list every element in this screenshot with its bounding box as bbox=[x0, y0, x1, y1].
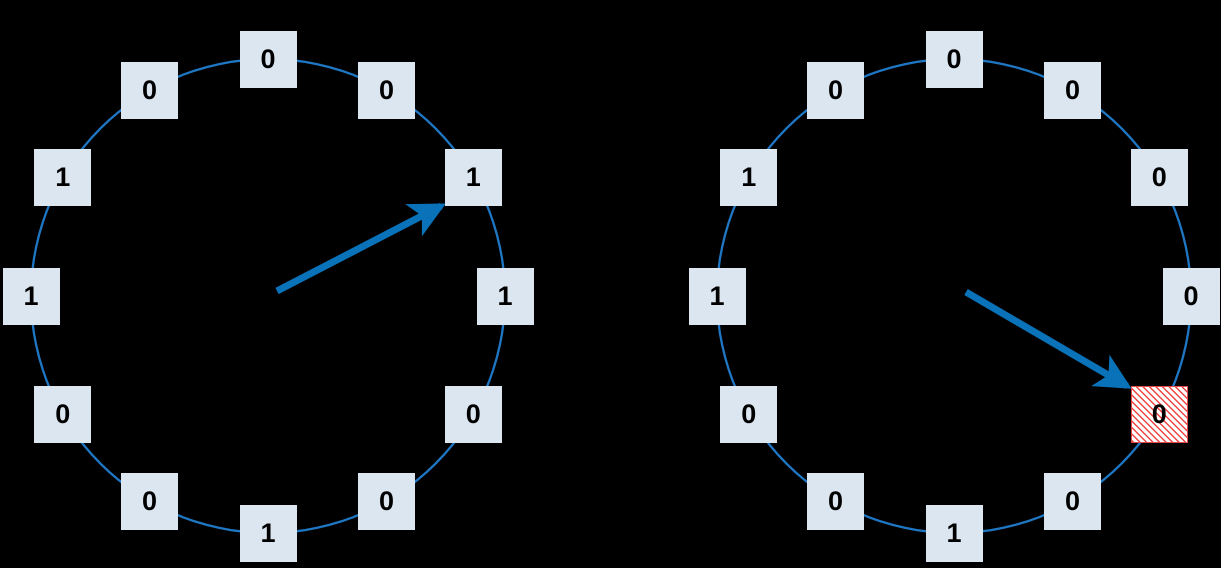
ring-before-pointer bbox=[275, 202, 446, 295]
ring-cell[interactable]: 1 bbox=[444, 149, 502, 206]
ring-cell-value: 0 bbox=[141, 485, 158, 516]
ring-cell-value: 1 bbox=[741, 162, 757, 192]
ring-cell[interactable]: 1 bbox=[34, 149, 92, 206]
ring-cell-value: 0 bbox=[1064, 485, 1081, 516]
ring-cell[interactable]: 0 bbox=[1162, 267, 1220, 325]
ring-cell-highlighted[interactable]: 0 bbox=[1130, 386, 1188, 443]
ring-cell-value: 0 bbox=[465, 399, 481, 429]
ring-cell-value: 1 bbox=[709, 280, 725, 311]
ring-cell[interactable]: 1 bbox=[239, 504, 297, 562]
ring-cell-value: 1 bbox=[497, 280, 513, 311]
ring-cell-value: 0 bbox=[1151, 162, 1167, 192]
ring-cell[interactable]: 0 bbox=[1044, 62, 1101, 120]
ring-cell-value: 0 bbox=[378, 75, 395, 106]
ring-cell[interactable]: 0 bbox=[34, 386, 92, 443]
ring-cell-value: 1 bbox=[946, 517, 962, 548]
ring-cell-value: 0 bbox=[827, 75, 844, 106]
ring-cell[interactable]: 0 bbox=[358, 62, 415, 120]
ring-cell[interactable]: 0 bbox=[121, 472, 178, 530]
ring-cell[interactable]: 1 bbox=[925, 504, 983, 562]
ring-cell[interactable]: 0 bbox=[1130, 149, 1188, 206]
ring-cell-value: 0 bbox=[741, 399, 757, 429]
ring-cell[interactable]: 0 bbox=[807, 472, 864, 530]
ring-cell-value: 1 bbox=[55, 162, 71, 192]
ring-after-pointer bbox=[964, 288, 1132, 390]
ring-cell-value: 0 bbox=[1151, 399, 1167, 429]
ring-cell[interactable]: 1 bbox=[720, 149, 778, 206]
ring-cell[interactable]: 0 bbox=[239, 30, 297, 88]
ring-cell-value: 1 bbox=[23, 280, 39, 311]
ring-cell-value: 0 bbox=[1183, 280, 1199, 311]
ring-cell[interactable]: 1 bbox=[476, 267, 534, 325]
ring-cell[interactable]: 1 bbox=[2, 267, 60, 325]
ring-cell-value: 0 bbox=[260, 43, 276, 74]
ring-cell-value: 0 bbox=[827, 485, 844, 516]
ring-cell-value: 0 bbox=[141, 75, 158, 106]
ring-cell[interactable]: 0 bbox=[358, 472, 415, 530]
ring-cell[interactable]: 0 bbox=[1044, 472, 1101, 530]
ring-cell[interactable]: 0 bbox=[720, 386, 778, 443]
ring-cell[interactable]: 0 bbox=[121, 62, 178, 120]
ring-cell[interactable]: 0 bbox=[807, 62, 864, 120]
ring-cell-value: 0 bbox=[1064, 75, 1081, 106]
ring-cell-value: 0 bbox=[378, 485, 395, 516]
ring-cell[interactable]: 0 bbox=[925, 30, 983, 88]
ring-cell[interactable]: 0 bbox=[444, 386, 502, 443]
ring-cell[interactable]: 1 bbox=[688, 267, 746, 325]
ring-cell-value: 1 bbox=[465, 162, 481, 192]
ring-cell-value: 0 bbox=[55, 399, 71, 429]
ring-cell-value: 0 bbox=[946, 43, 962, 74]
ring-cell-value: 1 bbox=[260, 517, 276, 548]
